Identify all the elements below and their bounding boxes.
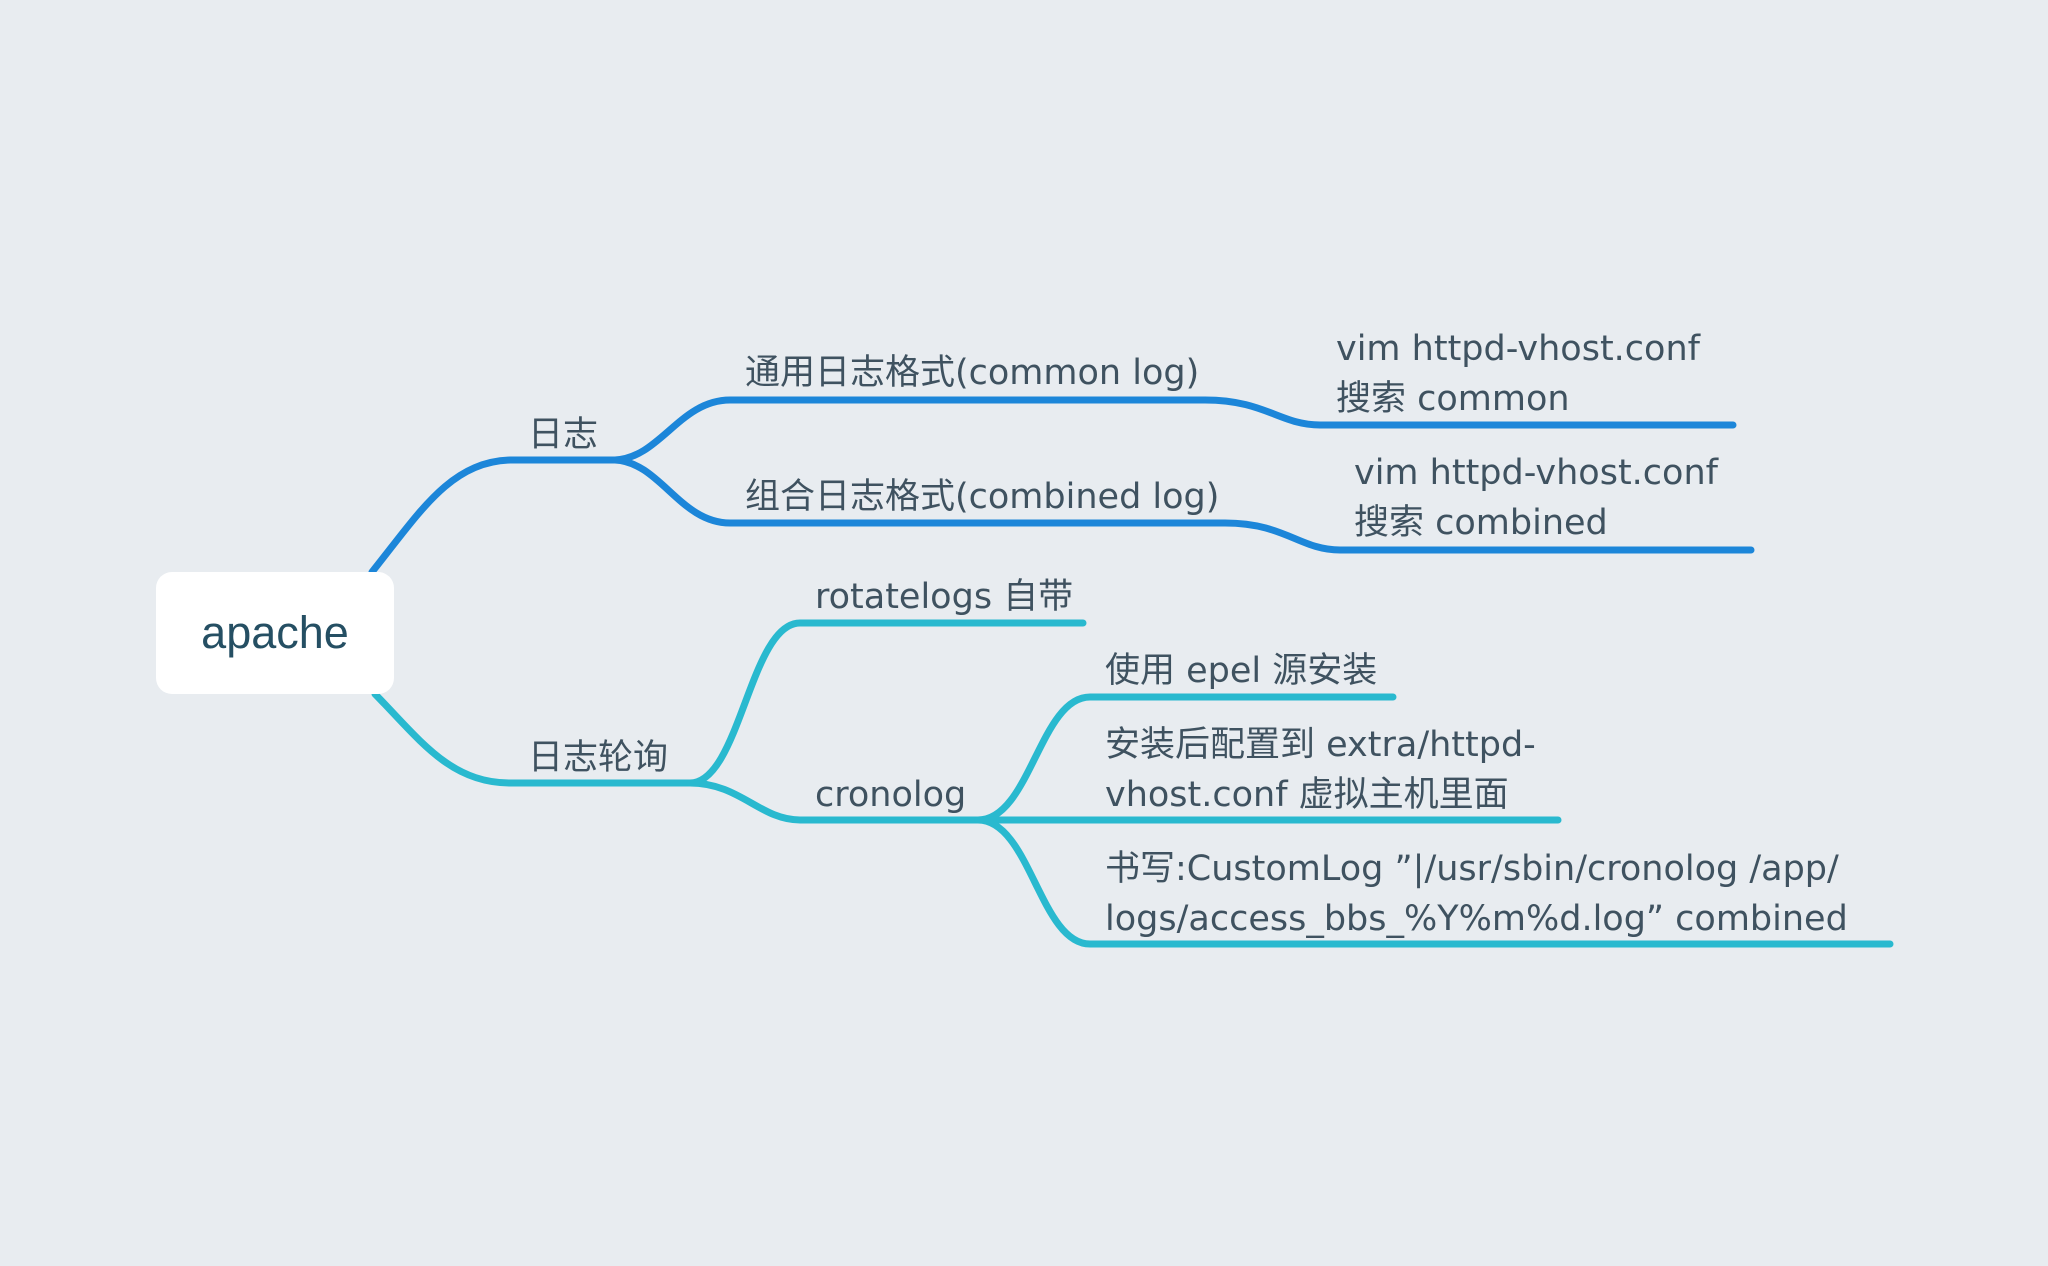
root-node[interactable]: apache [156, 572, 394, 694]
node-cronolog[interactable]: cronolog [815, 775, 967, 815]
node-rotatelogs[interactable]: rotatelogs 自带 [815, 577, 1074, 617]
edge-root-log [368, 456, 619, 576]
node-common-detail-line-2[interactable]: 搜索 common [1336, 379, 1570, 419]
node-cronolog-write-line-1[interactable]: 书写:CustomLog ”|/usr/sbin/cronolog /app/ [1105, 849, 1839, 889]
edge-cronolog-install [974, 693, 1397, 824]
node-log-rotation[interactable]: 日志轮询 [528, 738, 669, 778]
node-cronolog-install[interactable]: 使用 epel 源安装 [1105, 651, 1378, 691]
edge-log-combined [611, 456, 1755, 554]
edge-log-common [611, 396, 1737, 464]
edge-root-rotation [371, 690, 694, 787]
node-common-log-format[interactable]: 通用日志格式(common log) [745, 353, 1200, 393]
node-cronolog-config-line-2[interactable]: vhost.conf 虚拟主机里面 [1105, 775, 1509, 815]
node-combined-detail-line-1[interactable]: vim httpd-vhost.conf [1354, 453, 1718, 493]
node-combined-log-format[interactable]: 组合日志格式(combined log) [745, 477, 1220, 517]
node-cronolog-write-line-2[interactable]: logs/access_bbs_%Y%m%d.log” combined [1105, 899, 1848, 939]
node-common-detail-line-1[interactable]: vim httpd-vhost.conf [1336, 329, 1700, 369]
edge-rotation-rotatelogs [686, 619, 1087, 787]
node-combined-detail-line-2[interactable]: 搜索 combined [1354, 503, 1608, 543]
node-cronolog-config-line-1[interactable]: 安装后配置到 extra/httpd- [1105, 725, 1536, 765]
edge-cronolog-write [974, 816, 1894, 948]
edge-rotation-cronolog [686, 779, 982, 824]
node-log[interactable]: 日志 [528, 415, 599, 455]
